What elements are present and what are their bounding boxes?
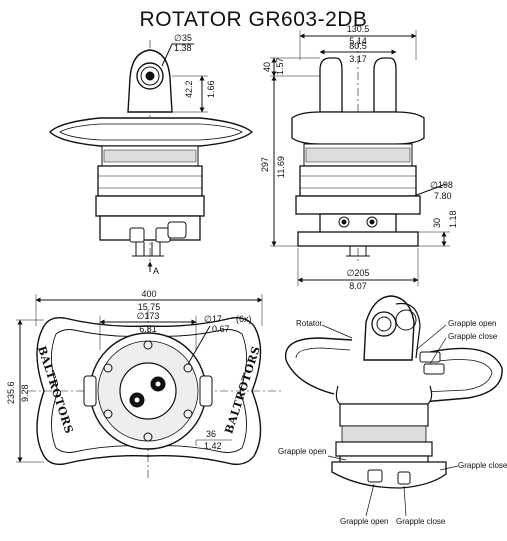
label-rotator: Rotator (296, 319, 323, 328)
side-top-dim-mm: 40 (262, 62, 272, 72)
top-width-dim-in: 9.28 (20, 384, 30, 402)
top-depth-dim-mm: 36 (206, 429, 216, 439)
side-base-dia-mm: ∅205 (347, 268, 370, 278)
side-view (270, 30, 450, 286)
front-pin-dim-in: 1.38 (174, 43, 192, 53)
side-width-dim-mm: 130.5 (347, 24, 370, 34)
label-grapple-open-top: Grapple open (448, 319, 496, 328)
top-view (16, 294, 282, 478)
side-top-dim-in: 1.57 (275, 57, 285, 75)
side-base-dia-in: 8.07 (349, 281, 367, 291)
side-body-dia-mm: ∅198 (430, 180, 453, 190)
label-grapple-close-top: Grapple close (448, 332, 498, 341)
side-inner-dim-in: 3.17 (349, 54, 367, 64)
front-pin-dim-mm: ∅35 (174, 33, 192, 43)
top-hole-count: (6x) (236, 314, 252, 324)
isometric-view (284, 295, 503, 517)
drawing-title: ROTATOR GR603-2DB (139, 8, 368, 31)
top-bolt-circle-mm: ∅173 (137, 311, 160, 321)
brand-text-left: BALTROTORS (35, 344, 76, 435)
brand-text-right: BALTROTORS (222, 344, 263, 435)
front-offset-dim-in: 1.66 (206, 80, 216, 98)
top-hole-dim-in: 0.67 (212, 324, 230, 334)
label-grapple-open-bottom: Grapple open (340, 517, 388, 526)
top-bolt-circle-in: 6.81 (139, 324, 157, 334)
label-grapple-close-bottom: Grapple close (396, 517, 446, 526)
side-inner-dim-mm: 80.5 (349, 41, 367, 51)
side-height-dim-mm: 297 (260, 157, 270, 172)
side-height-dim-in: 11.69 (276, 156, 286, 178)
side-width-dim-in: 5.14 (349, 36, 367, 46)
front-view (49, 40, 254, 272)
side-body-dia-in: 7.80 (434, 191, 452, 201)
side-base-height-in: 1.18 (448, 210, 458, 228)
label-grapple-close-right: Grapple close (458, 461, 507, 470)
top-length-dim-mm: 400 (141, 289, 156, 299)
label-grapple-open-left: Grapple open (278, 447, 326, 456)
top-depth-dim-in: 1.42 (204, 441, 222, 451)
top-hole-dim-mm: ∅17 (204, 314, 222, 324)
view-marker-a: A (153, 266, 159, 276)
top-width-dim-mm: 235.6 (6, 381, 16, 404)
top-length-dim-in: 15.75 (138, 302, 161, 312)
front-offset-dim-mm: 42.2 (184, 80, 194, 98)
side-base-height-mm: 30 (432, 218, 442, 228)
